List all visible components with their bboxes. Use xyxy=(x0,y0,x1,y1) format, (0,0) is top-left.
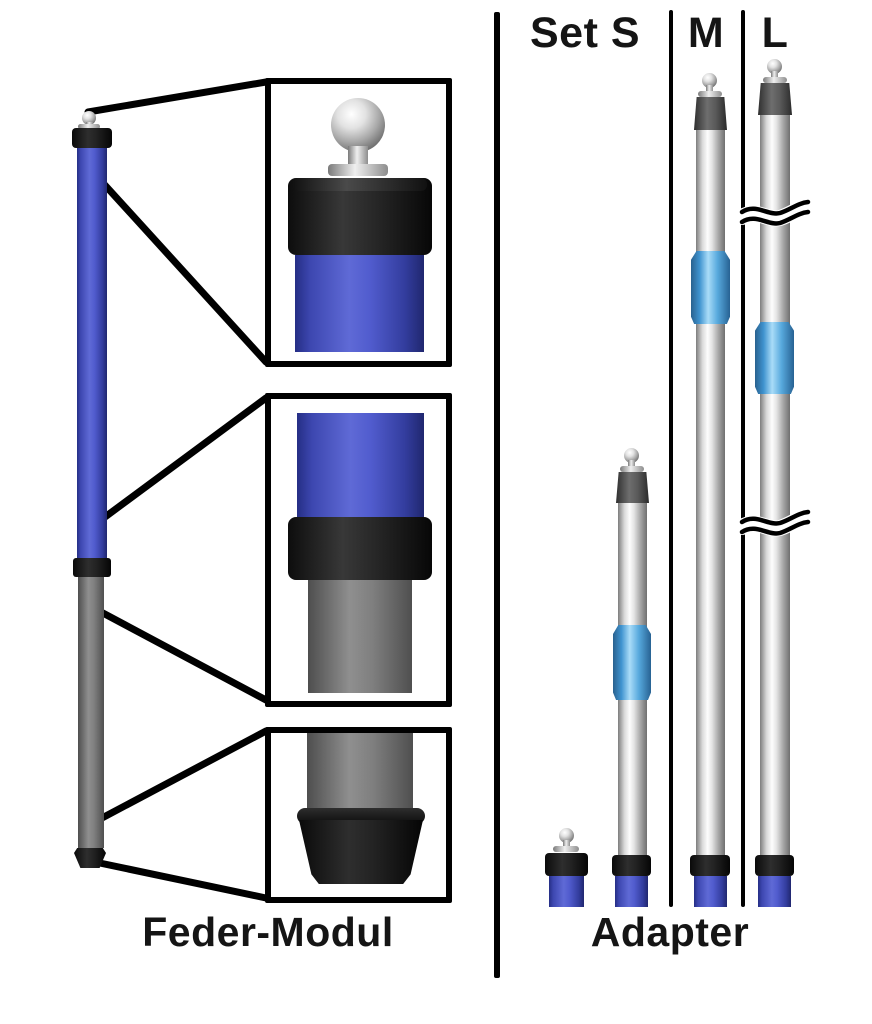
pole-l-ball-icon xyxy=(767,59,782,74)
divider-s-m xyxy=(669,10,673,907)
foot-cap-zoom xyxy=(299,820,423,884)
ball-flange-zoom xyxy=(328,164,388,176)
pole-l-flange xyxy=(763,77,787,83)
adapter-short-ring xyxy=(545,853,588,876)
spring-module-tube xyxy=(77,148,107,558)
pole-s-ball-icon xyxy=(624,448,639,463)
pole-s-collar xyxy=(613,625,651,700)
top-end-cap xyxy=(72,128,112,148)
end-cap-lip xyxy=(293,178,427,191)
pole-s-neck xyxy=(628,460,635,467)
pole-m-neck xyxy=(706,85,713,92)
adapter-short-ball-icon xyxy=(559,828,574,843)
pole-m-cap xyxy=(694,97,727,130)
lower-tube-zoom3 xyxy=(307,733,413,810)
pole-m-collar xyxy=(691,251,730,324)
pole-m-flange xyxy=(698,91,722,97)
m-label: M xyxy=(687,9,725,57)
main-divider xyxy=(494,12,500,978)
pole-l-neck xyxy=(771,71,778,78)
adapter-short-flange xyxy=(553,846,579,852)
ball-neck-zoom xyxy=(348,146,368,166)
set-s-label: Set S xyxy=(529,9,641,57)
pole-l-cap xyxy=(758,83,792,115)
detail-box-foot xyxy=(265,727,452,903)
coupling-ring xyxy=(73,558,111,577)
pole-s-adapter-tube xyxy=(615,876,648,907)
divider-m-l xyxy=(741,10,745,907)
ball-tip-zoom-icon xyxy=(331,98,385,152)
l-label: L xyxy=(761,9,789,57)
module-tube-zoom xyxy=(295,255,424,352)
lower-tube-zoom xyxy=(308,580,412,693)
adapter-short-neck xyxy=(563,840,570,847)
pole-m-ring xyxy=(690,855,730,876)
pole-s-ring xyxy=(612,855,651,876)
detail-box-coupling xyxy=(265,393,452,707)
pole-s-flange xyxy=(620,466,644,472)
ball-flange xyxy=(78,124,100,129)
module-tube-zoom2 xyxy=(297,413,424,517)
pole-l-adapter-tube xyxy=(758,876,791,907)
pole-m-tube xyxy=(696,130,725,855)
foot-cap xyxy=(74,848,106,868)
pole-s-cap xyxy=(616,472,649,503)
pole-m-ball-icon xyxy=(702,73,717,88)
detail-box-top-connector xyxy=(265,78,452,367)
pole-l-ring xyxy=(755,855,794,876)
coupling-ring-zoom xyxy=(288,517,432,580)
pole-m-adapter-tube xyxy=(694,876,727,907)
adapter-label: Adapter xyxy=(590,909,750,955)
pole-l-collar xyxy=(755,322,794,394)
ball-tip-icon xyxy=(82,111,96,125)
feder-modul-label: Feder-Modul xyxy=(142,909,394,955)
pole-l-tube xyxy=(760,115,790,855)
lower-tube xyxy=(78,577,104,848)
adapter-short-tube xyxy=(549,876,584,907)
